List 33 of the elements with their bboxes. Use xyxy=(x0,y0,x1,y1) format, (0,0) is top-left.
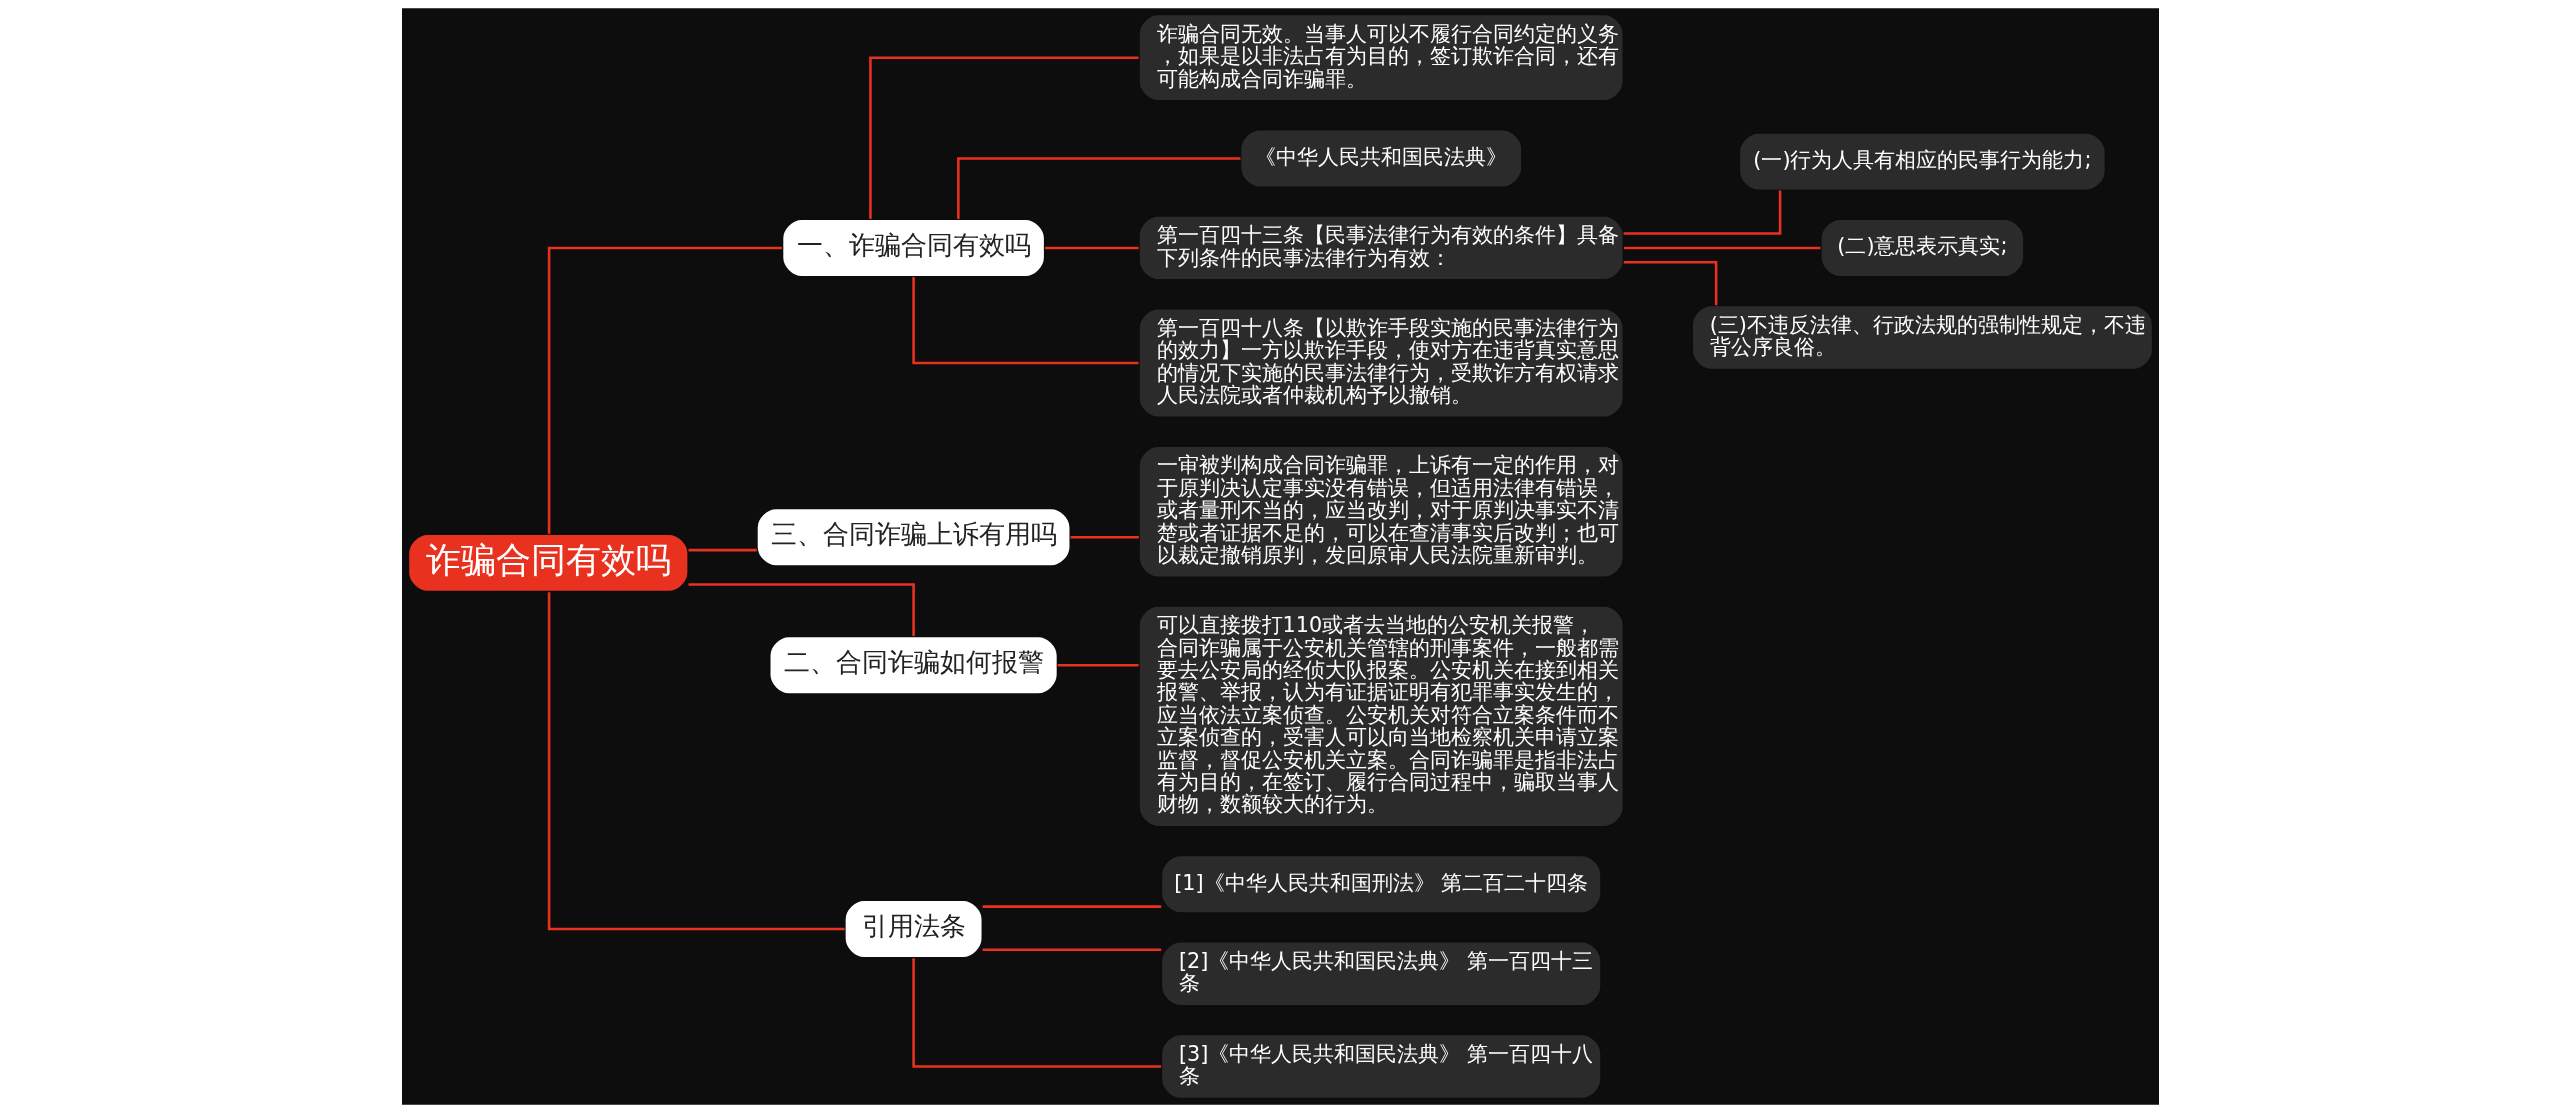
connector xyxy=(688,548,757,552)
connector xyxy=(1044,246,1139,250)
connector xyxy=(868,56,1139,220)
node-box: 第一百四十八条【以欺诈手段实施的民事法律行为的效力】一方以欺诈手段，使对方在违背真实意思的情况下实施的民事法律行为，受欺诈方有权请求人民法院或者仲裁机构予以撤销。 xyxy=(1137,307,1624,419)
connector xyxy=(911,277,1138,365)
node-box: 二、合同诈骗如何报警 xyxy=(768,635,1058,695)
connector xyxy=(688,583,915,637)
connector xyxy=(1057,663,1139,667)
node-box: 三、合同诈骗上诉有用吗 xyxy=(755,507,1071,567)
connector xyxy=(1623,246,1820,250)
node-box: [2]《中华人民共和国民法典》 第一百四十三条 xyxy=(1160,941,1602,1007)
node-box: 诈骗合同有效吗 xyxy=(407,533,689,593)
node-box: 可以直接拨打110或者去当地的公安机关报警，合同诈骗属于公安机关管辖的刑事案件，一般都需要去公安局的经侦大队报案。公安机关在接到相关报警、举报，认为有证据证明有犯罪事实发生的，应当依法立案侦查。公安机关对符合立案条件而不立案侦查的，受害人可以向当地检察机关申请立案监督，督促公安机关立案。合同诈骗罪是指非法占有为目的，在签订、履行合同过程中，骗取当事人财物，数额较大的行为。 xyxy=(1137,605,1624,828)
node-box: 第一百四十三条【民事法律行为有效的条件】具备下列条件的民事法律行为有效： xyxy=(1137,215,1624,281)
connector xyxy=(982,905,1161,908)
connector xyxy=(1623,190,1781,235)
connector xyxy=(982,948,1161,952)
connector xyxy=(911,958,1161,1068)
node-box: (一)行为人具有相应的民事行为能力; xyxy=(1738,132,2106,192)
connector xyxy=(547,246,782,534)
node-box: [3]《中华人民共和国民法典》 第一百四十八条 xyxy=(1160,1033,1602,1100)
node-box: 一审被判构成合同诈骗罪，上诉有一定的作用，对于原判决认定事实没有错误，但适用法律有错误，或者量刑不当的，应当改判，对于原判决事实不清楚或者证据不足的，可以在查清事实后改判；也可以裁定撤销原判，发回原审人民法院重新审判。 xyxy=(1137,445,1624,579)
node-box: 引用法条 xyxy=(843,899,983,959)
connector xyxy=(1070,536,1139,539)
node-box: [1]《中华人民共和国刑法》 第二百二十四条 xyxy=(1160,854,1602,914)
node-box: (三)不违反法律、行政法规的强制性规定，不违背公序良俗。 xyxy=(1690,304,2153,371)
connector xyxy=(547,592,845,931)
connector xyxy=(1623,261,1717,306)
connector xyxy=(956,157,1240,220)
node-box: 一、诈骗合同有效吗 xyxy=(781,218,1045,278)
node-box: 《中华人民共和国民法典》 xyxy=(1239,128,1523,188)
node-box: 诈骗合同无效。当事人可以不履行合同约定的义务，如果是以非法占有为目的，签订欺诈合同，还有可能构成合同诈骗罪。 xyxy=(1137,13,1624,102)
node-box: (二)意思表示真实; xyxy=(1819,218,2025,278)
